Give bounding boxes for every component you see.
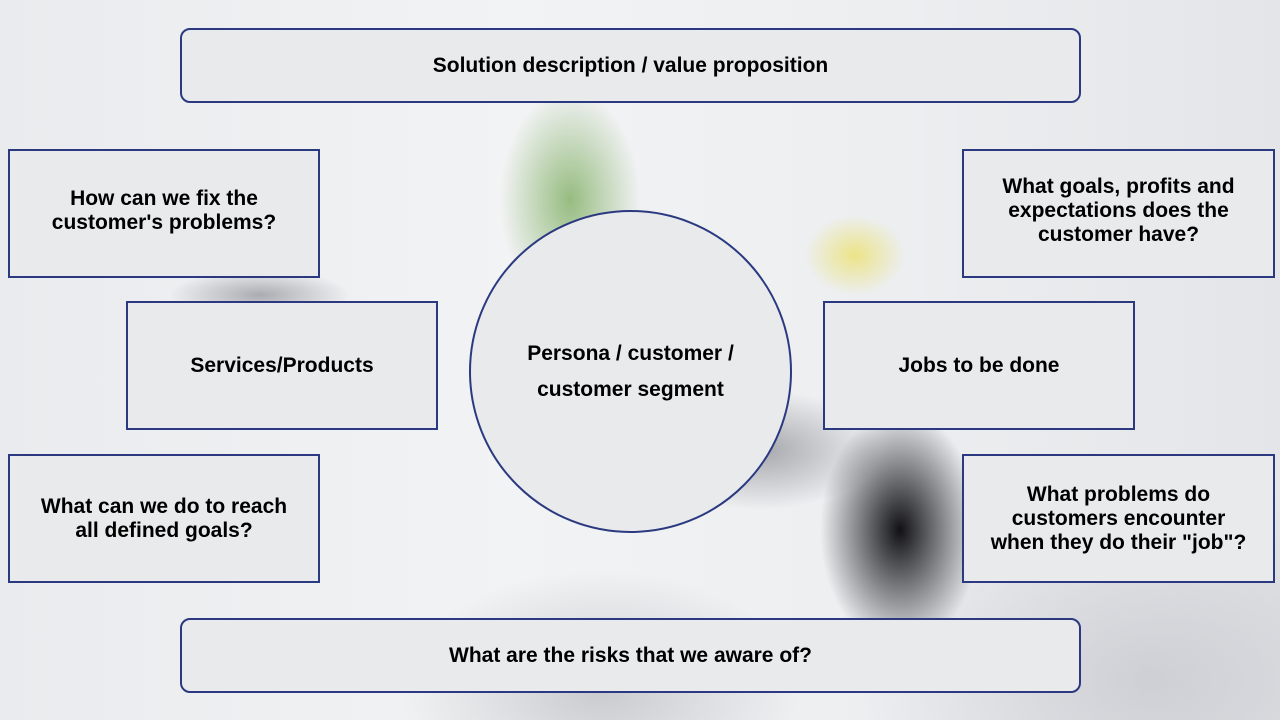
persona-label: Persona / customer / customer segment [527, 341, 734, 401]
risks-label: What are the risks that we aware of? [449, 643, 812, 667]
reach-goals-label: What can we do to reach all defined goal… [40, 494, 288, 542]
risks-box: What are the risks that we aware of? [180, 618, 1081, 693]
jobs-to-be-done-label: Jobs to be done [898, 353, 1060, 377]
jobs-to-be-done-box: Jobs to be done [823, 301, 1135, 430]
customer-problems-label: What problems do customers encounter whe… [990, 482, 1247, 554]
fix-problems-box: How can we fix the customer's problems? [8, 149, 320, 278]
persona-circle: Persona / customer / customer segment [469, 210, 792, 533]
value-proposition-box: Solution description / value proposition [180, 28, 1081, 103]
services-products-box: Services/Products [126, 301, 438, 430]
reach-goals-box: What can we do to reach all defined goal… [8, 454, 320, 583]
value-proposition-label: Solution description / value proposition [432, 53, 829, 77]
fix-problems-label: How can we fix the customer's problems? [51, 186, 277, 234]
services-products-label: Services/Products [190, 353, 374, 377]
goals-label: What goals, profits and expectations doe… [1002, 174, 1235, 246]
goals-box: What goals, profits and expectations doe… [962, 149, 1275, 278]
customer-problems-box: What problems do customers encounter whe… [962, 454, 1275, 583]
